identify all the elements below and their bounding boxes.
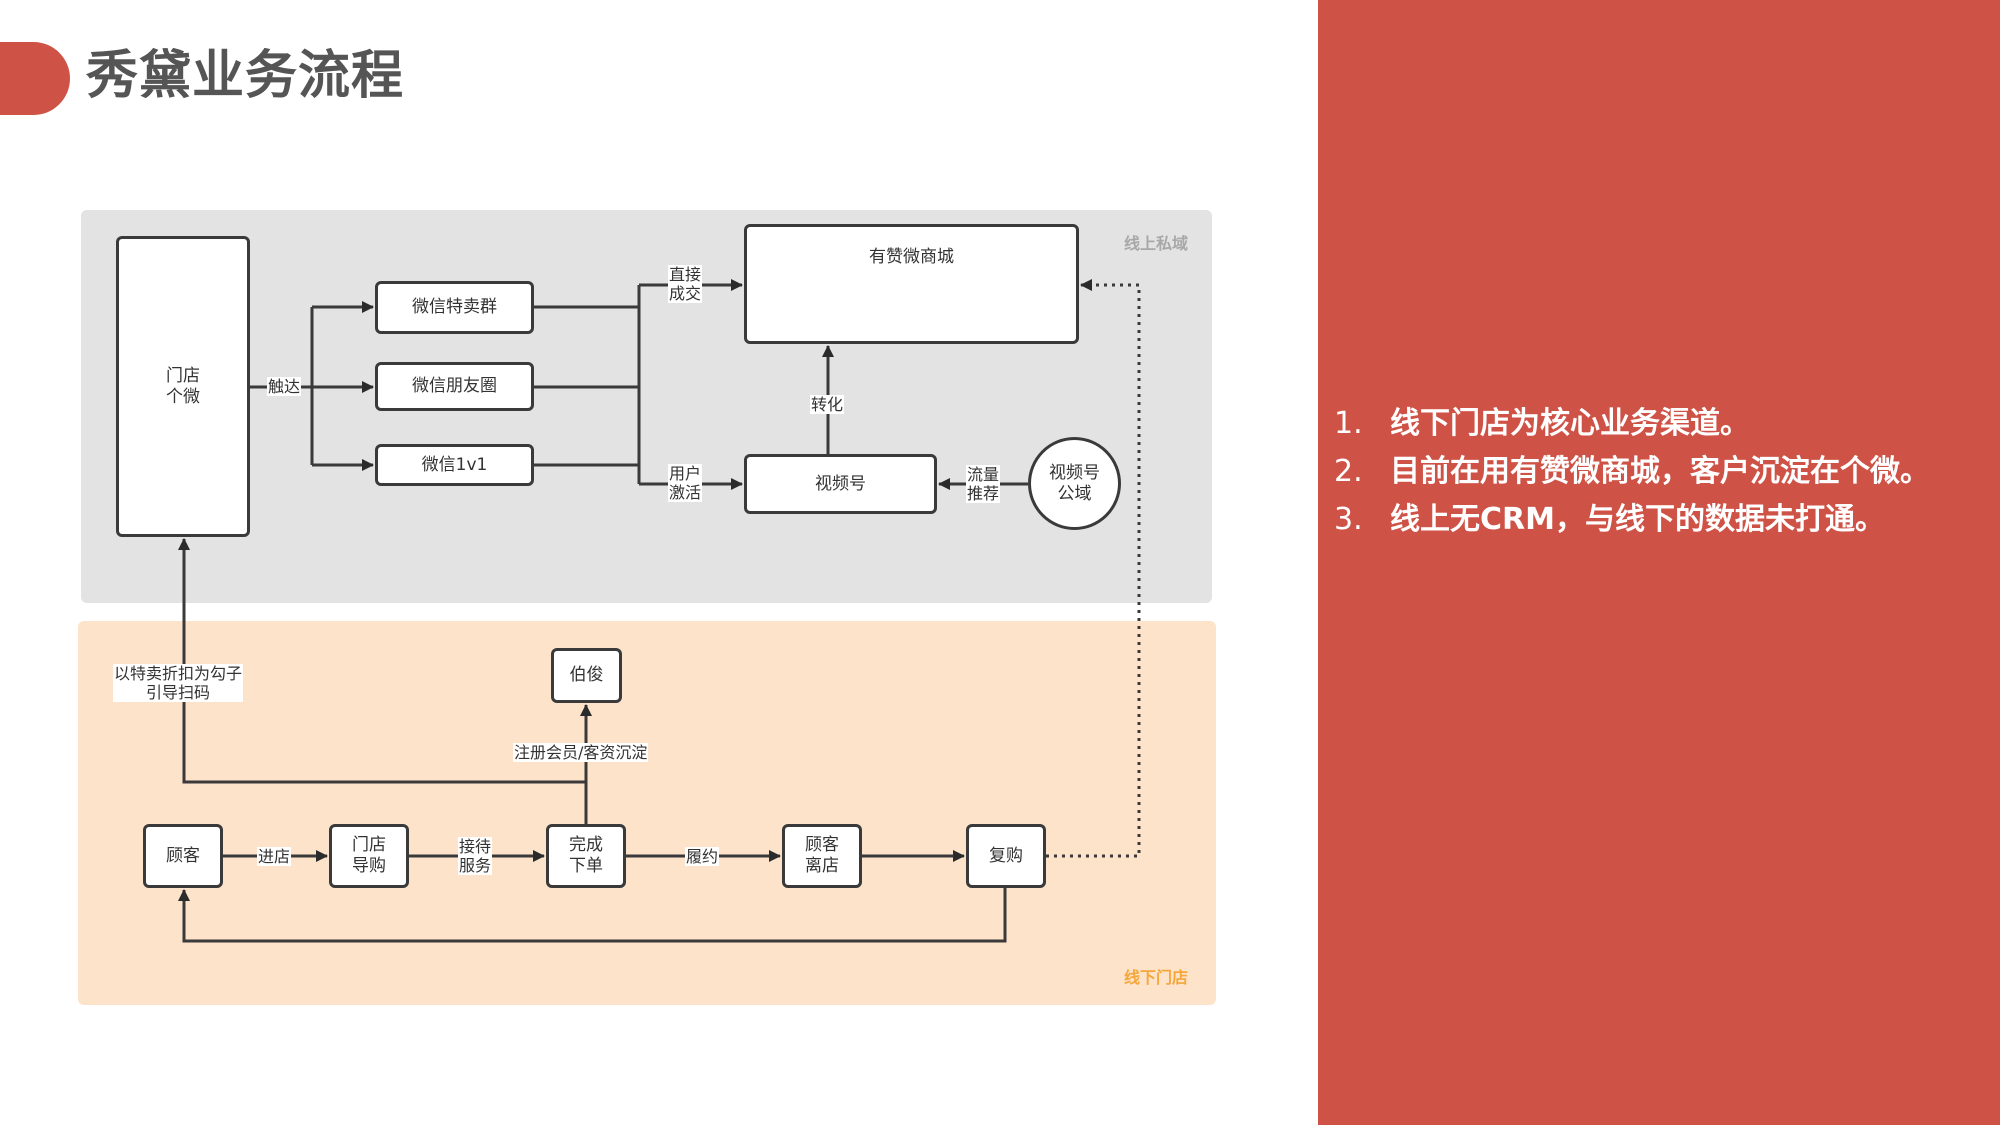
notes-panel: [1318, 0, 2000, 1125]
label-direct-deal: 直接 成交: [668, 265, 703, 303]
note-item: 1.线下门店为核心业务渠道。: [1334, 406, 1750, 441]
node-channels-public: 视频号 公域: [1028, 437, 1121, 530]
node-store-guide: 门店 导购: [329, 824, 409, 888]
label-traffic-recommend: 流量 推荐: [966, 465, 1001, 503]
node-repurchase: 复购: [966, 824, 1046, 888]
label-fulfill: 履约: [685, 847, 720, 866]
label-convert: 转化: [810, 395, 845, 414]
label-enter-store: 进店: [257, 847, 292, 866]
node-customer-leave: 顾客 离店: [782, 824, 862, 888]
node-wechat-sale-group: 微信特卖群: [375, 281, 534, 334]
node-store-wechat: 门店 个微: [116, 236, 250, 537]
label-user-activate: 用户 激活: [668, 464, 703, 502]
node-wechat-moments: 微信朋友圈: [375, 362, 534, 411]
label-reach: 触达: [267, 377, 302, 396]
node-youzan-mall: 有赞微商城: [744, 224, 1079, 344]
node-channels: 视频号: [744, 454, 937, 514]
node-wechat-1v1: 微信1v1: [375, 444, 534, 486]
zone-offline-label: 线下门店: [1124, 968, 1189, 987]
edge-repurchase-loop: [178, 888, 1007, 943]
label-hook-scan: 以特卖折扣为勾子 引导扫码: [113, 664, 244, 702]
page-title: 秀黛业务流程: [86, 46, 405, 106]
label-register-member: 注册会员/客资沉淀: [513, 743, 649, 762]
edge-hook-scan: [178, 538, 586, 784]
node-order-done: 完成 下单: [546, 824, 626, 888]
node-bojun: 伯俊: [551, 648, 622, 703]
note-item: 2.目前在用有赞微商城，客户沉淀在个微。: [1334, 454, 1930, 489]
node-customer: 顾客: [143, 824, 223, 888]
note-item: 3.线上无CRM，与线下的数据未打通。: [1334, 502, 1885, 537]
zone-online-label: 线上私域: [1124, 234, 1189, 253]
notes-list: 1.线下门店为核心业务渠道。 2.目前在用有赞微商城，客户沉淀在个微。 3.线上…: [1334, 400, 1930, 544]
edge-repurchase-online: [1046, 279, 1141, 858]
label-reception: 接待 服务: [458, 837, 493, 875]
title-accent-pill: [0, 42, 70, 115]
